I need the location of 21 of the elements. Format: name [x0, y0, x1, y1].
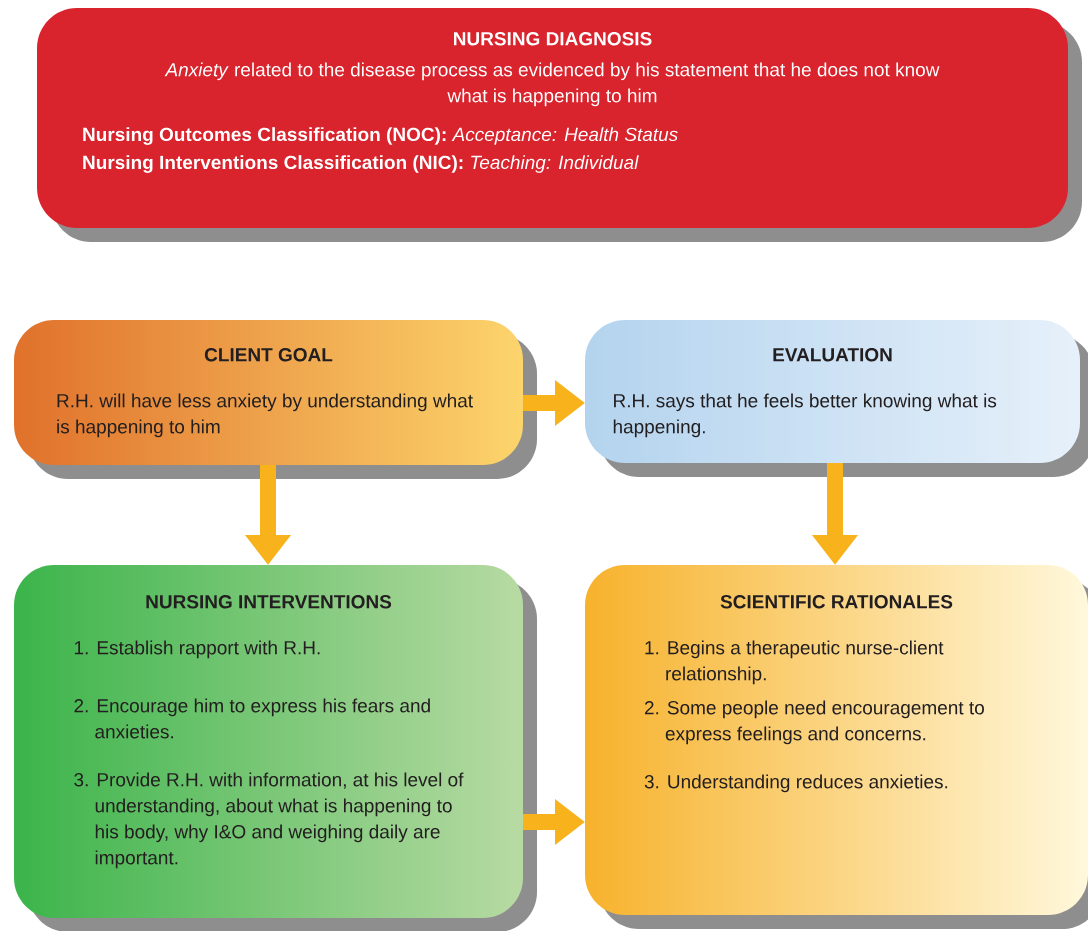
- list-item: 2. Encourage him to express his fears and anxieties.: [74, 698, 430, 739]
- box-text: R.H. will have less anxiety by understanding what is happening to him: [57, 393, 473, 438]
- box-heading: NURSING INTERVENTIONS: [146, 595, 392, 609]
- box-heading: CLIENT GOAL: [204, 348, 333, 362]
- list-item: 3. Provide R.H. with information, at his level of understanding, about what is happening to his body, why I&O and weighing daily are important.: [74, 772, 464, 869]
- list-item: 1. Establish rapport with R.H.: [74, 640, 320, 659]
- classification-line: Nursing Outcomes Classification (NOC): Acceptance: Health Status: [83, 127, 678, 145]
- box-heading: EVALUATION: [773, 348, 892, 362]
- rationales-box: [585, 565, 1088, 929]
- list-item: 1. Begins a therapeutic nurse-client relationship.: [645, 640, 944, 685]
- goal-box: [14, 320, 537, 479]
- box-heading: SCIENTIFIC RATIONALES: [720, 595, 953, 609]
- diagnosis-statement: Anxiety related to the disease process as evidenced by his statement that he does not know what is happening to him: [164, 62, 940, 107]
- box-heading: NURSING DIAGNOSIS: [454, 32, 652, 46]
- evaluation-box: [585, 320, 1088, 477]
- diagnosis-box: [37, 8, 1082, 242]
- box-text: R.H. says that he feels better knowing what is happening.: [613, 393, 997, 438]
- list-item: 3. Understanding reduces anxieties.: [644, 774, 948, 793]
- classification-line: Nursing Interventions Classification (NIC): Teaching: Individual: [83, 155, 639, 173]
- interventions-box: [14, 565, 537, 931]
- list-item: 2. Some people need encouragement to express feelings and concerns.: [644, 700, 984, 745]
